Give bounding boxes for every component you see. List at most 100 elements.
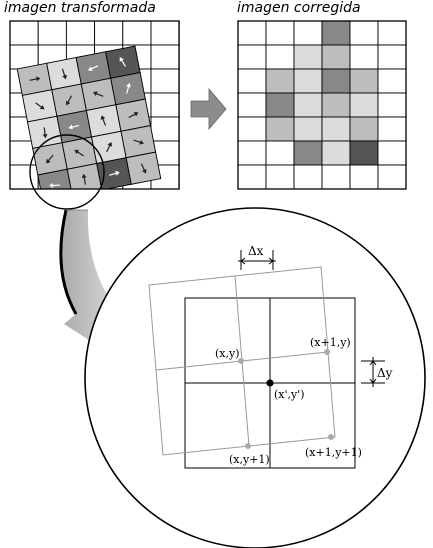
- transform-arrow-icon: [190, 87, 227, 131]
- arrow-head: [92, 91, 98, 96]
- delta-x-marker: [238, 250, 276, 270]
- corrected-pixel: [349, 68, 379, 94]
- displacement-arrow-icon: [42, 127, 48, 139]
- corrected-pixel: [321, 20, 351, 46]
- corrected-pixel: [321, 116, 351, 142]
- pixel-cell: [150, 68, 180, 94]
- magnified-view: Δx Δy (x,y) (x+1,y) (x,y+1) (x+1,y+1) (x…: [84, 207, 426, 548]
- arrow-head: [119, 57, 124, 62]
- corrected-pixel: [265, 44, 295, 70]
- corrected-pixel: [265, 140, 295, 166]
- arrow-head: [46, 158, 51, 164]
- displacement-arrow-icon: [35, 102, 45, 110]
- arrow-head: [74, 149, 80, 155]
- transformed-image-title: imagen transformada: [4, 0, 156, 16]
- arrow-head: [100, 115, 106, 120]
- corrected-pixel: [321, 44, 351, 70]
- corrected-pixel: [349, 20, 379, 46]
- sample-point-x-y: [238, 358, 244, 364]
- corrected-pixel: [377, 140, 407, 166]
- corrected-pixel: [349, 140, 379, 166]
- corrected-image-panel: [237, 20, 407, 190]
- delta-y-marker: [361, 357, 385, 387]
- corrected-pixel: [237, 20, 267, 46]
- displacement-arrow-icon: [119, 57, 127, 67]
- displacement-arrow-icon: [126, 82, 131, 94]
- corrected-pixel: [265, 68, 295, 94]
- pixel-cell: [122, 20, 152, 46]
- arrow-head: [39, 104, 45, 110]
- arrow-head: [115, 170, 120, 176]
- displacement-arrow-icon: [133, 139, 144, 145]
- corrected-pixel: [321, 164, 351, 190]
- label-x1-y: (x+1,y): [310, 336, 351, 349]
- arrow-head: [81, 173, 87, 179]
- displacement-arrow-icon: [74, 149, 84, 157]
- displacement-arrow-icon: [87, 65, 99, 71]
- sample-point-x1-y: [324, 349, 330, 355]
- corrected-pixel: [349, 164, 379, 190]
- corrected-pixel: [377, 44, 407, 70]
- corrected-pixel: [237, 92, 267, 118]
- pixel-cell: [9, 164, 39, 190]
- displacement-arrow-icon: [100, 115, 107, 126]
- corrected-pixel: [349, 44, 379, 70]
- pixel-cell: [94, 20, 124, 46]
- displacement-arrow-icon: [128, 112, 139, 119]
- corrected-pixel: [321, 140, 351, 166]
- arrow-head: [139, 139, 144, 145]
- displacement-arrow-icon: [68, 124, 80, 130]
- corrected-border: [237, 20, 407, 190]
- arrow-head: [68, 124, 73, 130]
- corrected-pixel: [237, 140, 267, 166]
- arrow-head: [141, 168, 147, 174]
- displacement-arrow-icon: [140, 163, 147, 174]
- arrow-head: [42, 134, 48, 139]
- corrected-pixel: [237, 44, 267, 70]
- corrected-pixel: [293, 116, 323, 142]
- corrected-pixel: [237, 116, 267, 142]
- corrected-pixel: [349, 92, 379, 118]
- corrected-pixel: [265, 92, 295, 118]
- arrow-head: [62, 74, 67, 80]
- corrected-pixel: [293, 164, 323, 190]
- displacement-arrow-icon: [109, 170, 120, 176]
- corrected-pixel: [265, 20, 295, 46]
- magnify-circle: [29, 134, 105, 210]
- corrected-pixel: [349, 116, 379, 142]
- displacement-arrow-icon: [106, 142, 112, 153]
- corrected-pixel: [377, 20, 407, 46]
- delta-x-label: Δx: [248, 244, 264, 258]
- displacement-arrow-icon: [61, 68, 67, 80]
- displacement-arrow-icon: [49, 182, 61, 188]
- pixel-cell: [150, 44, 180, 70]
- corrected-pixel: [293, 68, 323, 94]
- corrected-pixel: [237, 164, 267, 190]
- corrected-pixel: [293, 140, 323, 166]
- displacement-arrow-icon: [81, 173, 87, 185]
- transformed-image-panel: [9, 20, 180, 210]
- arrow-head: [87, 66, 93, 71]
- pixel-cell: [9, 20, 39, 46]
- corrected-pixel: [377, 116, 407, 142]
- label-x-y1: (x,y+1): [229, 453, 270, 466]
- sample-point-x1-y1: [328, 434, 334, 440]
- corrected-pixel: [377, 164, 407, 190]
- pixel-cell: [37, 20, 67, 46]
- corrected-pixel: [293, 92, 323, 118]
- pixel-cell: [150, 92, 180, 118]
- arrow-head: [126, 82, 131, 88]
- arrow-head: [49, 182, 54, 188]
- label-x-y: (x,y): [215, 347, 240, 360]
- displacement-arrow-icon: [92, 91, 104, 97]
- pixel-cell: [150, 116, 180, 142]
- corrected-pixel-grid: [237, 20, 407, 190]
- arrow-head: [133, 112, 139, 117]
- corrected-pixel: [321, 92, 351, 118]
- corrected-pixel: [293, 20, 323, 46]
- corrected-image-title: imagen corregida: [237, 0, 361, 16]
- corrected-pixel: [377, 92, 407, 118]
- corrected-pixel: [293, 44, 323, 70]
- pixel-cell: [150, 20, 180, 46]
